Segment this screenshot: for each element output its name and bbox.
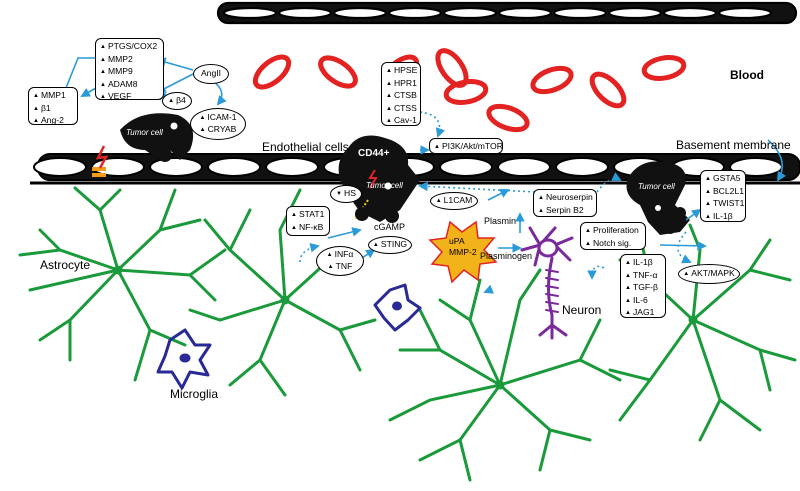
akt-mapk-item: AKT/MAPK	[683, 268, 734, 280]
tnfa-item: TNF-α	[625, 270, 661, 283]
akt-mapk-pill: AKT/MAPK	[678, 264, 740, 284]
hpse-item: HPSE	[386, 65, 417, 78]
tumor-cell-cd44	[338, 135, 420, 223]
hpr1-item: HPR1	[386, 78, 417, 91]
plasminogen-label: Plasminogen	[480, 251, 533, 261]
adam8-item: ADAM8	[100, 79, 159, 92]
cryab-item: CRYAB	[200, 124, 237, 136]
astrocyte-label: Astrocyte	[40, 258, 91, 272]
proliferation-item: Proliferation	[585, 225, 641, 238]
angii-pill: AngII	[193, 64, 229, 84]
gsta-group-box: GSTA5 BCL2L1 TWIST1 IL-1β	[700, 170, 746, 222]
l1cam-pill: L1CAM	[430, 192, 478, 210]
mmp1-group-box: MMP1 β1 Ang-2	[28, 87, 78, 125]
cav1-item: Cav-1	[386, 115, 417, 128]
red-blood-cells	[252, 48, 687, 133]
dotted-arrows	[299, 111, 692, 280]
notch-item: Notch sig.	[585, 238, 641, 251]
il1b-item: IL-1β	[625, 257, 661, 270]
icam-group-pill: ICAM-1 CRYAB	[190, 108, 246, 140]
twist1-item: TWIST1	[705, 198, 745, 211]
l1cam-item: L1CAM	[436, 195, 473, 207]
endothelial-cell-layer	[33, 153, 800, 181]
bcl2l1-item: BCL2L1	[705, 186, 744, 199]
proliferation-group-box: Proliferation Notch sig.	[580, 222, 646, 250]
ang2-item: Ang-2	[33, 115, 73, 128]
cd44-label: CD44+	[358, 148, 390, 159]
il1b-item-right: IL-1β	[705, 211, 741, 224]
upa-group-label: uPA MMP-2	[449, 236, 477, 257]
serpinb2-item: Serpin B2	[538, 205, 592, 218]
pi3k-item: PI3K/Akt/mTOR	[434, 141, 503, 153]
hs-item: HS	[336, 188, 356, 200]
basement-membrane-label: Basement membrane	[676, 138, 791, 152]
tight-junction-icon	[92, 145, 109, 177]
neuron-label: Neuron	[562, 303, 602, 317]
inf-group-pill: INFα TNF	[316, 246, 364, 276]
mmp2-item: MMP2	[100, 54, 159, 67]
upa-burst-shape	[428, 220, 498, 284]
sting-pill: STING	[368, 236, 412, 254]
tnf-item: TNF	[328, 261, 353, 273]
beta4-item: β4	[168, 95, 186, 107]
tumor-cell-right	[626, 161, 690, 235]
ptgs-group-box: PTGS/COX2 MMP2 MMP9 ADAM8 VEGF	[95, 38, 164, 101]
upper-vessel-wall	[216, 1, 798, 25]
tgfb-item: TGF-β	[625, 282, 661, 295]
stat1-item: STAT1	[291, 209, 325, 222]
beta1-item: β1	[33, 103, 73, 116]
microglia-label: Microglia	[170, 387, 219, 401]
mmp-2-item: MMP-2	[449, 246, 477, 257]
upa-item: uPA	[449, 236, 465, 246]
tumor-cell-left	[120, 113, 194, 162]
infa-item: INFα	[327, 249, 354, 261]
stat-group-box: STAT1 NF-κB	[286, 206, 330, 236]
nfkb-item: NF-κB	[291, 222, 325, 235]
blood-label: Blood	[730, 68, 764, 82]
tumor-cell-label-center: Tumor cell	[366, 181, 403, 190]
microglia-cells	[156, 283, 422, 390]
beta4-pill: β4	[162, 92, 192, 110]
pi3k-box: PI3K/Akt/mTOR	[429, 138, 503, 154]
plasmin-label: Plasmin	[484, 216, 517, 226]
gsta5-item: GSTA5	[705, 173, 741, 186]
neuroserpin-item: Neuroserpin	[538, 192, 593, 205]
astrocyte-cells	[18, 186, 797, 482]
sting-item: STING	[373, 239, 407, 251]
icam1-item: ICAM-1	[199, 112, 236, 124]
endothelial-cells-label: Endothelial cells	[262, 140, 349, 154]
ctsb-item: CTSB	[386, 90, 417, 103]
ctss-item: CTSS	[386, 103, 417, 116]
ptgs-item: PTGS/COX2	[100, 41, 159, 54]
il-group-box: IL-1β TNF-α TGF-β IL-6 JAG1	[620, 254, 666, 318]
neuroserpin-group-box: Neuroserpin Serpin B2	[533, 189, 597, 217]
tumor-cell-label-right: Tumor cell	[638, 182, 675, 191]
angii-item: AngII	[200, 68, 222, 78]
neuron-cell	[520, 226, 574, 340]
cgamp-label: cGAMP	[374, 222, 406, 232]
jag1-item: JAG1	[625, 307, 661, 320]
hpse-group-box: HPSE HPR1 CTSB CTSS Cav-1	[381, 62, 421, 126]
tumor-cell-label-left: Tumor cell	[126, 128, 163, 137]
hs-pill: HS	[330, 185, 362, 203]
mmp1-item: MMP1	[33, 90, 73, 103]
mmp9-item: MMP9	[100, 66, 159, 79]
vegf-item: VEGF	[100, 91, 159, 104]
il6-item: IL-6	[625, 295, 661, 308]
